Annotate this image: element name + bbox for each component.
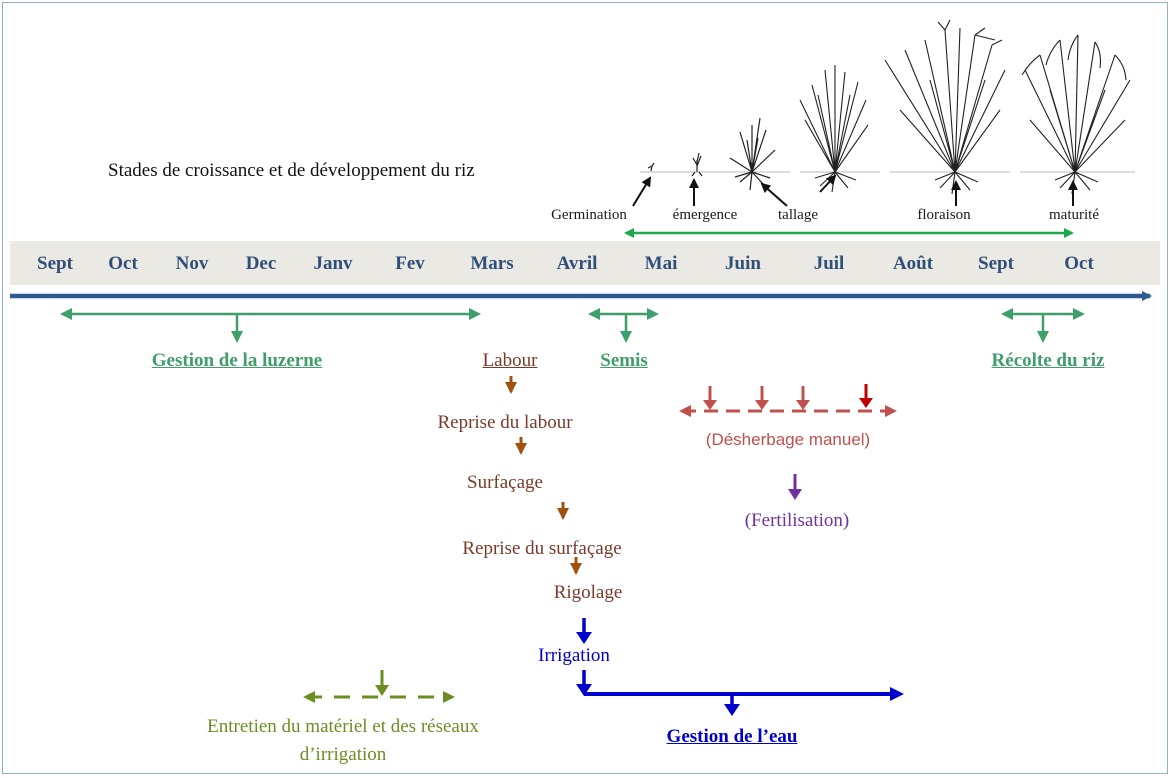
month-fev: Fev: [395, 253, 425, 274]
entretien-timeline: [303, 670, 455, 703]
rice-plant-maturite-icon: [1021, 34, 1131, 195]
month-nov: Nov: [175, 253, 209, 274]
luzerne-period: [60, 308, 481, 343]
stage-floraison: floraison: [917, 207, 971, 223]
label-gestion-eau: Gestion de l’eau: [666, 726, 798, 747]
pointer-germination: [632, 176, 652, 207]
month-janv: Janv: [313, 253, 353, 274]
semis-period: [588, 308, 659, 343]
month-band: [10, 241, 1160, 285]
month-mars: Mars: [470, 253, 514, 274]
step-reprise-labour: Reprise du labour: [437, 412, 573, 433]
label-desherbage: (Désherbage manuel): [705, 430, 871, 449]
stage-maturite: maturité: [1049, 207, 1099, 223]
month-dec: Dec: [245, 253, 277, 274]
step-reprise-surfacage: Reprise du surfaçage: [462, 538, 622, 559]
growth-stages-title: Stades de croissance et de développement…: [108, 160, 475, 181]
pointer-montaison: [819, 174, 837, 193]
rice-plant-floraison-icon: [884, 19, 1006, 195]
stage-germination: Germination: [551, 207, 627, 223]
label-entretien-line1: Entretien du matériel et des réseaux: [207, 716, 479, 737]
label-entretien-line2: d’irrigation: [299, 744, 387, 765]
label-gestion-luzerne: Gestion de la luzerne: [151, 350, 323, 371]
month-sept-2: Sept: [978, 253, 1014, 274]
month-sept: Sept: [37, 253, 73, 274]
rice-plant-germination-icon: [647, 162, 655, 172]
month-juin: Juin: [725, 253, 761, 274]
step-irrigation: Irrigation: [538, 645, 610, 666]
month-oct-2: Oct: [1064, 253, 1094, 274]
label-fertilisation: (Fertilisation): [744, 510, 850, 531]
stage-tallage: tallage: [778, 207, 818, 223]
label-semis: Semis: [600, 350, 648, 371]
month-aout: Août: [892, 253, 934, 274]
desherbage-timeline: [679, 384, 897, 417]
month-oct: Oct: [108, 253, 138, 274]
step-rigolage: Rigolage: [553, 582, 623, 603]
recolte-period: [1001, 308, 1085, 343]
stage-emergence: émergence: [672, 207, 738, 223]
month-mai: Mai: [644, 253, 678, 274]
step-labour: Labour: [482, 350, 538, 371]
rice-plant-montaison-icon: [799, 65, 869, 193]
fertilisation-arrow: [788, 474, 802, 500]
label-recolte-riz: Récolte du riz: [991, 350, 1105, 371]
soil-step-arrows: [505, 376, 582, 575]
irrigation-arrows: [576, 618, 904, 716]
rice-plant-tallage-icon: [729, 117, 776, 191]
rice-plant-emergence-icon: [691, 152, 703, 177]
month-juil: Juil: [813, 253, 845, 274]
month-avril: Avril: [556, 253, 598, 274]
pointer-tallage: [760, 182, 788, 207]
step-surfacage: Surfaçage: [467, 472, 543, 493]
stage-pointers: [632, 174, 1078, 207]
